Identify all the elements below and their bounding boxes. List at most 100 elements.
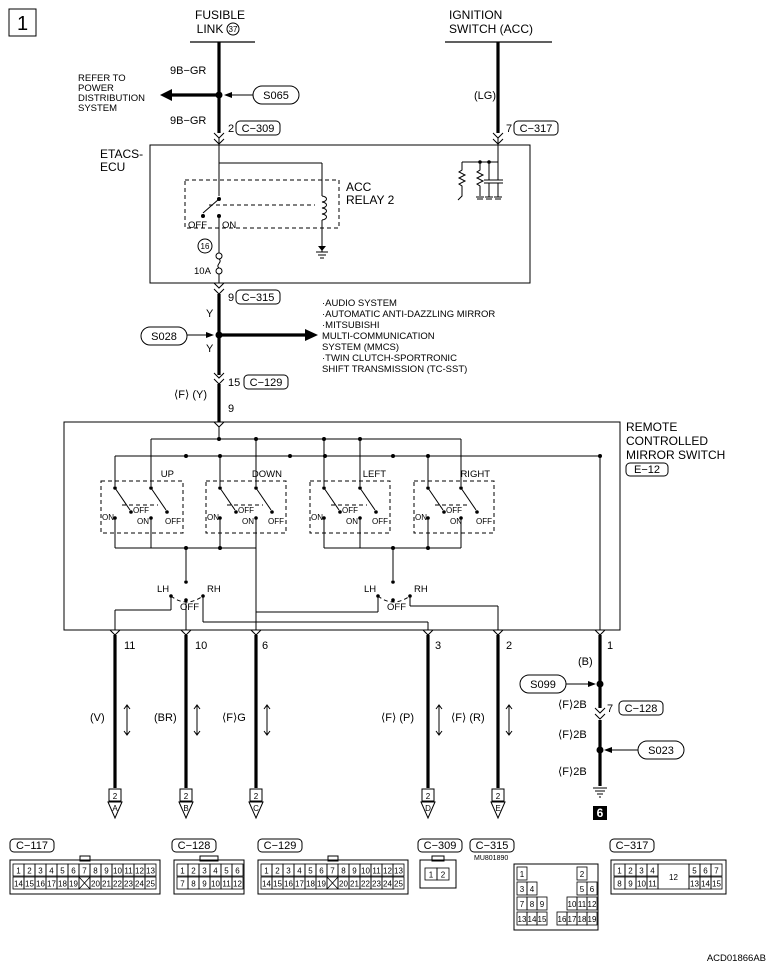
pin-7b: 7 xyxy=(607,703,613,715)
svg-text:ON: ON xyxy=(242,517,254,526)
page-ref-e: 2E xyxy=(490,788,506,820)
wire-lg: (LG) xyxy=(474,90,496,102)
switch-up-label: UP xyxy=(161,469,174,480)
c315-pin: 3 xyxy=(520,885,525,894)
svg-text:ON: ON xyxy=(102,513,114,522)
switch-left-box xyxy=(309,480,391,534)
splice-s099: S099 xyxy=(530,679,556,691)
mirror-switch-box xyxy=(63,421,621,631)
splice-s028-tag xyxy=(140,326,188,346)
conn-c315: C−315 xyxy=(242,292,275,304)
c129-pin: 19 xyxy=(317,880,326,889)
c315-pin: 7 xyxy=(520,900,525,909)
connector-c117-face xyxy=(9,859,161,895)
svg-text:C: C xyxy=(253,804,259,813)
svg-text:8: 8 xyxy=(617,880,622,889)
relay-coil xyxy=(321,195,327,221)
svg-text:2: 2 xyxy=(506,640,512,652)
page-ref-a: 2A xyxy=(107,788,123,820)
ground-ref-box xyxy=(593,806,607,820)
svg-text:MU801890: MU801890 xyxy=(474,855,508,862)
svg-text:ON: ON xyxy=(207,513,219,522)
svg-text:2: 2 xyxy=(254,792,259,801)
splice-dot-s099 xyxy=(596,680,604,688)
wire-f2b-3: ⟨F⟩2B xyxy=(558,766,587,778)
switch-left-label: LEFT xyxy=(363,469,386,480)
svg-text:2: 2 xyxy=(184,792,189,801)
refer-to-line3: DISTRIBUTION xyxy=(78,93,145,104)
connector-c129-face xyxy=(257,859,409,895)
fuse-number: 16 xyxy=(201,242,210,251)
c129-pin: 16 xyxy=(284,880,293,889)
page-ref-d: 2D xyxy=(420,788,436,820)
svg-text:(BR): (BR) xyxy=(154,712,177,724)
ground-symbol xyxy=(593,787,607,798)
c129-pin: 3 xyxy=(286,867,291,876)
c315-pin: 18 xyxy=(578,915,587,924)
c128-pin: 1 xyxy=(180,867,185,876)
refer-to-line2: POWER xyxy=(78,83,114,94)
c129-pin: 7 xyxy=(330,867,335,876)
svg-text:D: D xyxy=(425,804,431,813)
connector-mark-c128 xyxy=(594,707,606,720)
system-item: SHIFT TRANSMISSION (TC-SST) xyxy=(322,364,467,375)
selector-left: LH RH OFF xyxy=(114,580,428,630)
c128-pin: 6 xyxy=(235,867,240,876)
c117-pin: 2 xyxy=(27,867,32,876)
system-item: SYSTEM (MMCS) xyxy=(322,342,399,353)
fuse-rating: 10A xyxy=(194,266,212,277)
resistor-1 xyxy=(457,162,467,201)
conn-c309: C−309 xyxy=(242,123,275,135)
svg-text:OFF: OFF xyxy=(238,506,254,515)
svg-text:2: 2 xyxy=(496,792,501,801)
c315-pin: 14 xyxy=(528,915,537,924)
switch-left: LEFT ON OFF ON OFF xyxy=(309,439,391,548)
mirror-switch-line1: REMOTE xyxy=(626,420,677,434)
refer-to-line4: SYSTEM xyxy=(78,103,117,114)
mirror-switch-line2: CONTROLLED xyxy=(626,434,708,448)
footer-code: ACD01866AB xyxy=(707,953,766,964)
c117-pin: 24 xyxy=(135,880,144,889)
c117-pin: 9 xyxy=(104,867,109,876)
c315-pin: 2 xyxy=(580,870,585,879)
c117-pin: 12 xyxy=(135,867,144,876)
wire-y2: Y xyxy=(206,343,214,355)
connector-mark-c315 xyxy=(213,282,225,295)
splice-s065: S065 xyxy=(263,90,289,102)
svg-text:ON: ON xyxy=(415,513,427,522)
svg-text:1: 1 xyxy=(607,640,613,652)
svg-text:6: 6 xyxy=(262,640,268,652)
c117-pin: 19 xyxy=(69,880,78,889)
c117-pin: 13 xyxy=(146,867,155,876)
svg-text:C−309: C−309 xyxy=(424,840,457,852)
svg-text:5: 5 xyxy=(692,867,697,876)
c129-pin: 9 xyxy=(352,867,357,876)
c128-pin: 10 xyxy=(211,880,220,889)
c128-pin: 9 xyxy=(202,880,207,889)
relay-off: OFF xyxy=(188,220,207,231)
c129-pin: 2 xyxy=(275,867,280,876)
wire-b-label: (B) xyxy=(578,656,593,668)
c129-pin: 23 xyxy=(372,880,381,889)
pin-2: 2 xyxy=(228,123,234,135)
splice-dot-s023 xyxy=(596,746,604,754)
capacitor-2 xyxy=(493,162,503,200)
svg-text:A: A xyxy=(112,804,118,813)
ignition-switch-line2: SWITCH (ACC) xyxy=(449,22,533,36)
resistor-2 xyxy=(475,162,485,200)
systems-list: ·AUDIO SYSTEM ·AUTOMATIC ANTI-DAZZLING M… xyxy=(322,298,495,375)
c129-pin: 24 xyxy=(383,880,392,889)
c315-pin: 11 xyxy=(578,900,587,909)
svg-text:10: 10 xyxy=(195,640,207,652)
svg-text:2: 2 xyxy=(426,792,431,801)
acc-relay-line2: RELAY 2 xyxy=(346,193,395,207)
svg-text:OFF: OFF xyxy=(446,506,462,515)
svg-text:6: 6 xyxy=(703,867,708,876)
svg-text:ON: ON xyxy=(450,517,462,526)
wire-f2b-2: ⟨F⟩2B xyxy=(558,729,587,741)
pin-9: 9 xyxy=(228,292,234,304)
c117-pin: 11 xyxy=(124,867,133,876)
c117-pin: 4 xyxy=(49,867,54,876)
fusible-link-number-circle xyxy=(226,22,240,36)
c315-pin: 17 xyxy=(568,915,577,924)
